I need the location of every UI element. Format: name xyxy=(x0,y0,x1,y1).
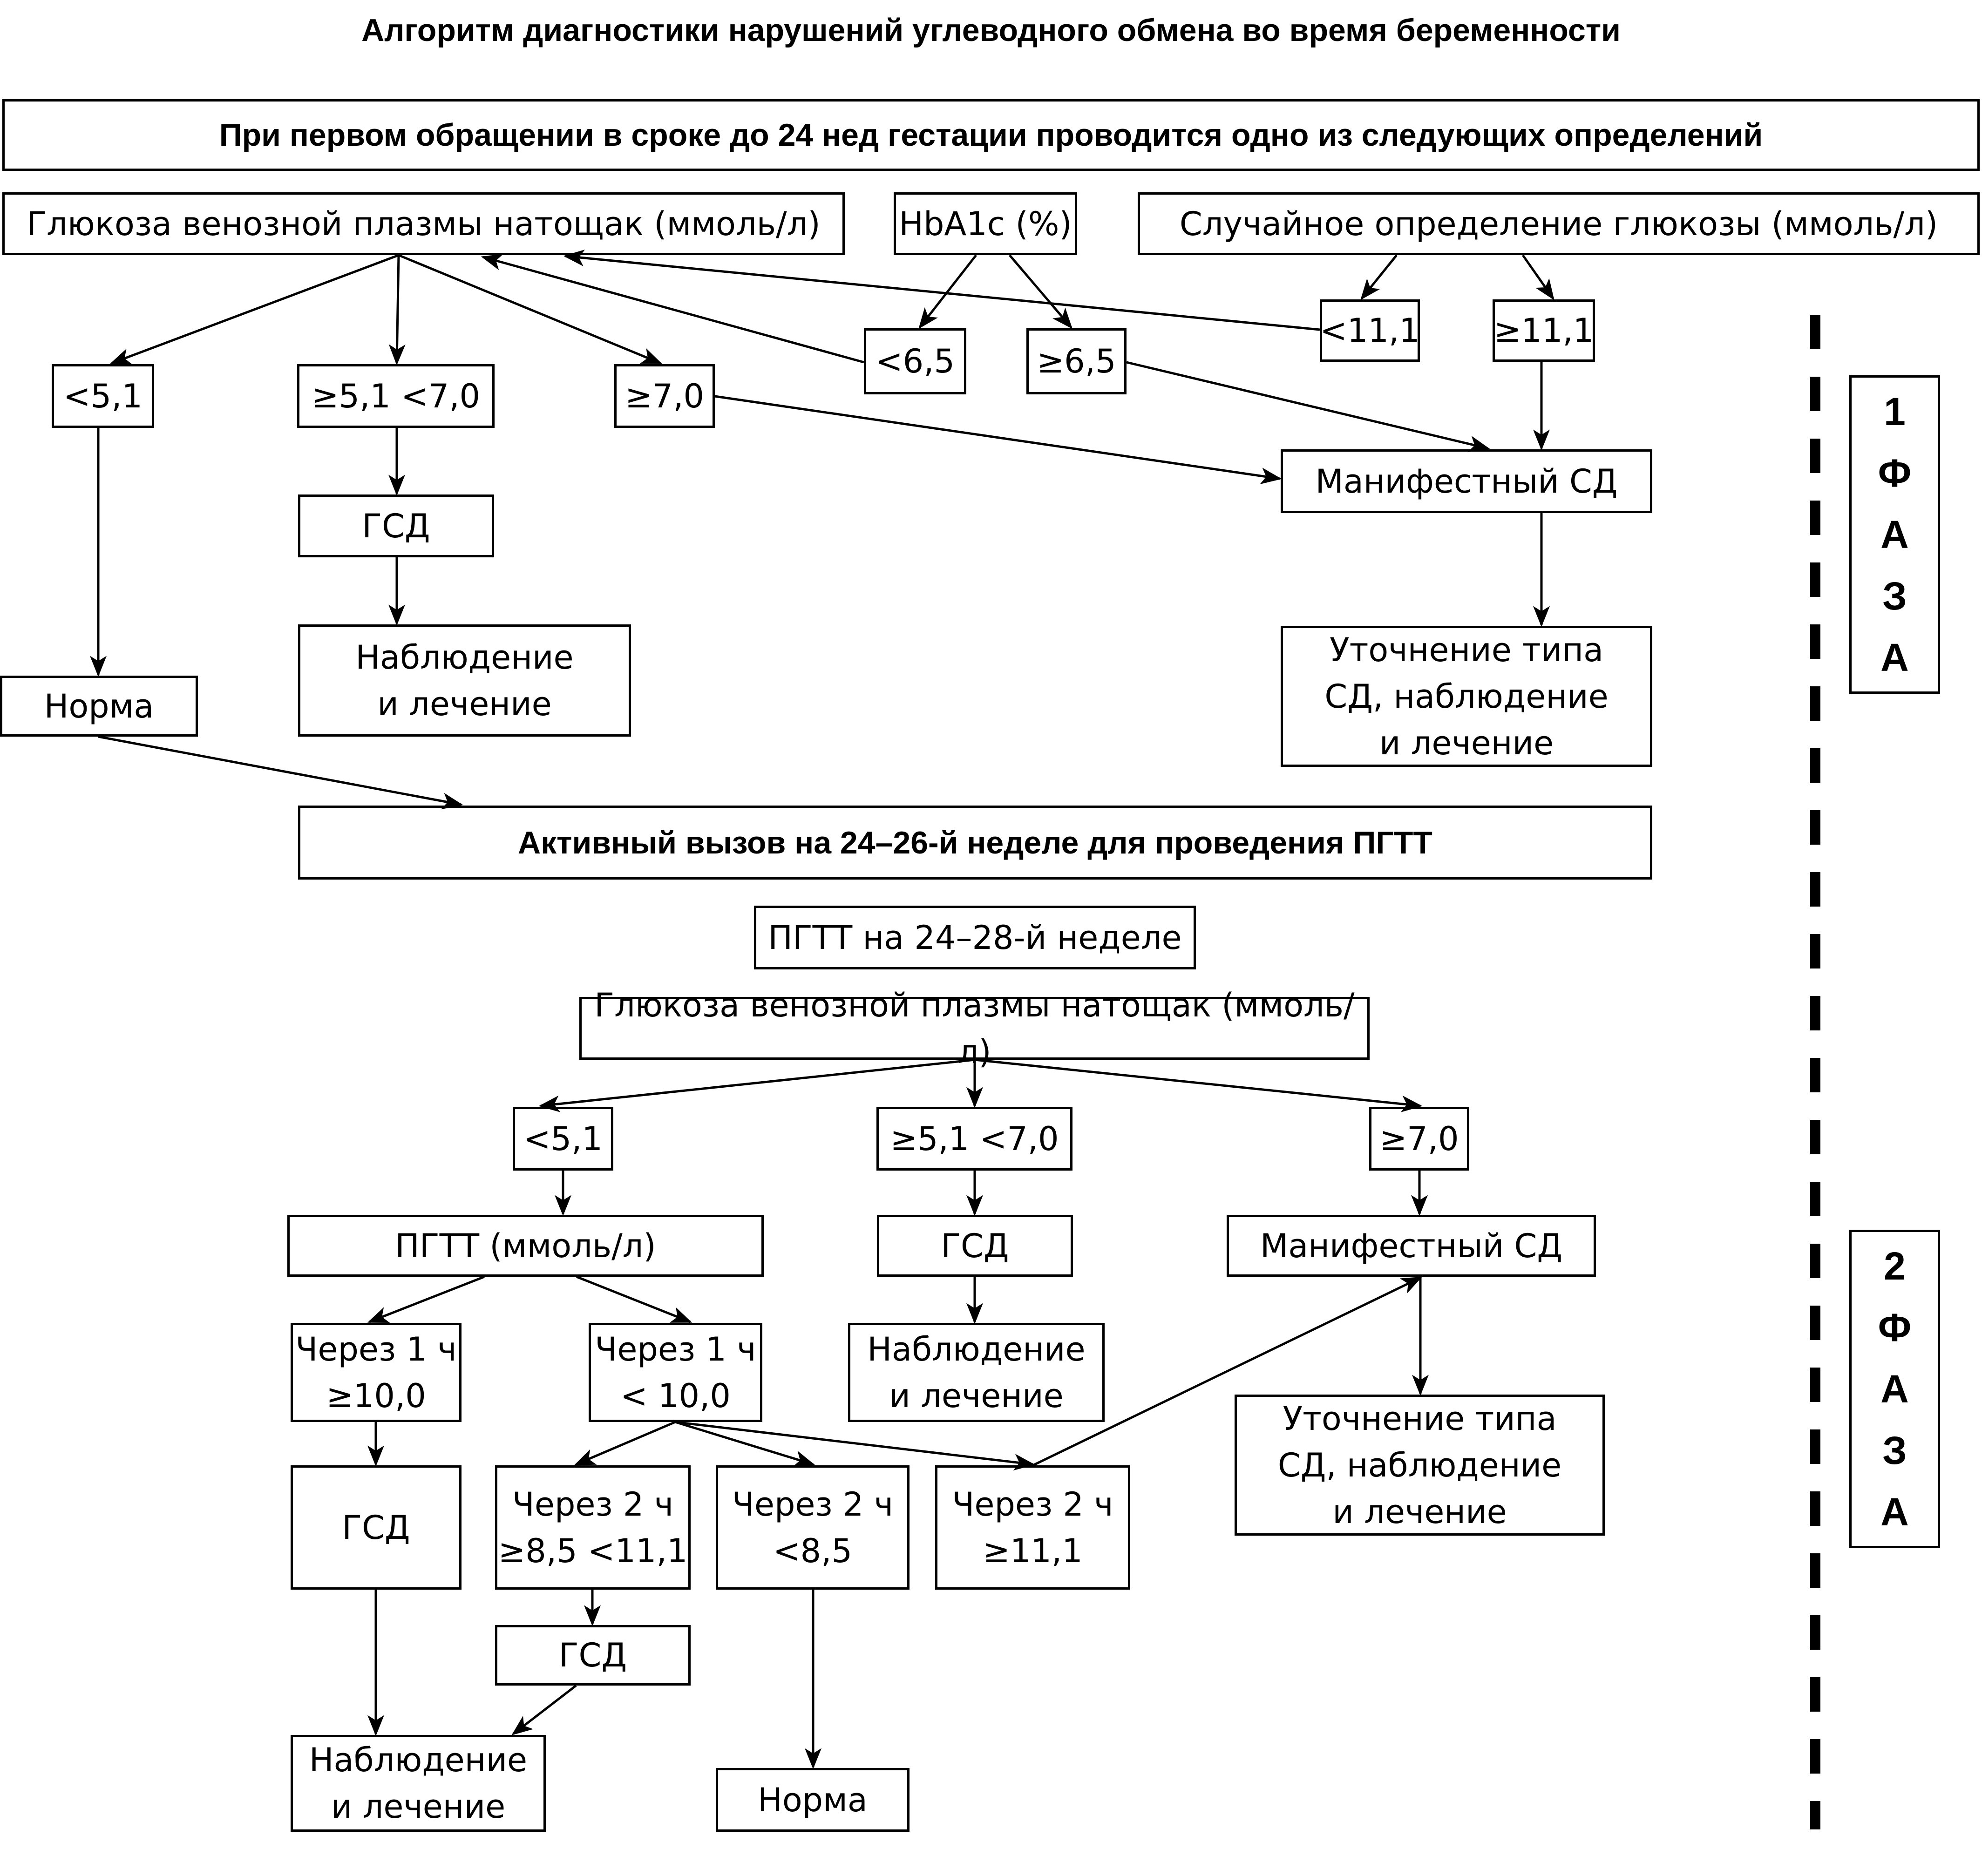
arrow-p2-2h-gdm-to-observe xyxy=(511,1685,577,1735)
p1-random-glucose-box: Случайное определение глюкозы (ммоль/л) xyxy=(1138,192,1980,255)
p2-2h-mid-box: Через 2 ч ≥8,5 <11,1 xyxy=(495,1465,691,1590)
arrow-p1-fg-to-lt xyxy=(109,254,399,365)
p2-2h-ge-box: Через 2 ч ≥11,1 xyxy=(935,1465,1130,1590)
p1-observe-treat-box: Наблюдение и лечение xyxy=(298,624,631,737)
arrow-p1-fg-to-ge xyxy=(398,254,663,365)
p1-fasting-ge-box: ≥7,0 xyxy=(614,364,715,428)
arrow-p1-rg-lt-back xyxy=(563,250,1320,331)
arrow-p1-fg-to-mid xyxy=(388,255,406,366)
arrow-p2-ogtt-to-1h-lt xyxy=(576,1275,692,1323)
arrow-p1-rg-to-lt xyxy=(1360,254,1398,300)
arrow-p2-fg-to-lt xyxy=(538,1058,975,1112)
p1-manifest-dm-box: Манифестный СД xyxy=(1281,449,1652,513)
arrow-p1-hba1c-ge-to-manifest xyxy=(1126,361,1490,453)
phase1-label-box: 1 Ф А З А xyxy=(1849,375,1940,694)
arrow-p1-rg-to-ge xyxy=(1521,254,1554,300)
phase2-label-box: 2 Ф А З А xyxy=(1849,1230,1940,1548)
arrow-p2-1h-lt-to-2h-lt xyxy=(675,1421,815,1467)
arrow-p2-2h-ge-to-manifest xyxy=(1032,1276,1423,1467)
arrow-p2-1h-lt-to-2h-ge xyxy=(675,1421,1035,1471)
p2-ogtt-box: ПГТТ (ммоль/л) xyxy=(287,1215,764,1277)
p1-fasting-glucose-box: Глюкоза венозной плазмы натощак (ммоль/л… xyxy=(2,192,845,255)
p2-gdm-1h-box: ГСД xyxy=(291,1465,462,1590)
diagram-title: Алгоритм диагностики нарушений углеводно… xyxy=(361,13,1621,48)
p2-clarify-dm-box: Уточнение типа СД, наблюдение и лечение xyxy=(1235,1395,1605,1536)
arrow-p2-ogtt-to-1h-ge xyxy=(367,1275,485,1323)
p2-fasting-lt-box: <5,1 xyxy=(513,1107,613,1171)
p2-manifest-dm-box: Манифестный СД xyxy=(1227,1215,1596,1277)
p2-1h-ge-box: Через 1 ч ≥10,0 xyxy=(291,1323,462,1422)
arrow-p1-fg-ge-to-manifest xyxy=(714,395,1282,484)
p1-clarify-dm-box: Уточнение типа СД, наблюдение и лечение xyxy=(1281,626,1652,767)
p1-fasting-mid-box: ≥5,1 <7,0 xyxy=(297,364,495,428)
arrow-p1-hba1c-lt-back xyxy=(481,254,864,364)
p1-random-ge-box: ≥11,1 xyxy=(1493,299,1595,362)
p1-random-lt-box: <11,1 xyxy=(1320,299,1420,362)
p2-2h-lt-box: Через 2 ч <8,5 xyxy=(716,1465,910,1590)
p2-fasting-mid-box: ≥5,1 <7,0 xyxy=(876,1107,1072,1171)
p2-gdm-mid-box: ГСД xyxy=(877,1215,1073,1277)
p2-gdm-2h-box: ГСД xyxy=(495,1625,691,1686)
p2-observe-mid-box: Наблюдение и лечение xyxy=(848,1323,1105,1422)
arrow-p2-fg-to-ge xyxy=(974,1058,1423,1112)
p1-hba1c-lt-box: <6,5 xyxy=(864,328,966,394)
p2-1h-lt-box: Через 1 ч < 10,0 xyxy=(589,1323,762,1422)
p1-fasting-lt-box: <5,1 xyxy=(52,364,154,428)
phase1-header-box: При первом обращении в сроке до 24 нед г… xyxy=(2,99,1980,171)
arrow-p1-hba1c-to-lt xyxy=(918,254,977,329)
p2-ogtt-week-box: ПГТТ на 24–28-й неделе xyxy=(754,906,1196,969)
arrow-p1-norm-to-active-call xyxy=(98,735,463,810)
arrow-p2-1h-lt-to-2h-mid xyxy=(574,1421,676,1466)
arrow-p1-hba1c-to-ge xyxy=(1009,254,1072,329)
p2-norm-box: Норма xyxy=(716,1768,910,1832)
p1-hba1c-ge-box: ≥6,5 xyxy=(1026,328,1127,394)
p2-fasting-ge-box: ≥7,0 xyxy=(1369,1107,1469,1171)
p2-observe-bottom-box: Наблюдение и лечение xyxy=(291,1735,546,1832)
active-call-box: Активный вызов на 24–26-й неделе для про… xyxy=(298,806,1652,880)
p1-hba1c-box: HbA1c (%) xyxy=(894,192,1077,255)
p1-gdm-box: ГСД xyxy=(298,494,494,557)
p1-norm-box: Норма xyxy=(0,676,198,737)
